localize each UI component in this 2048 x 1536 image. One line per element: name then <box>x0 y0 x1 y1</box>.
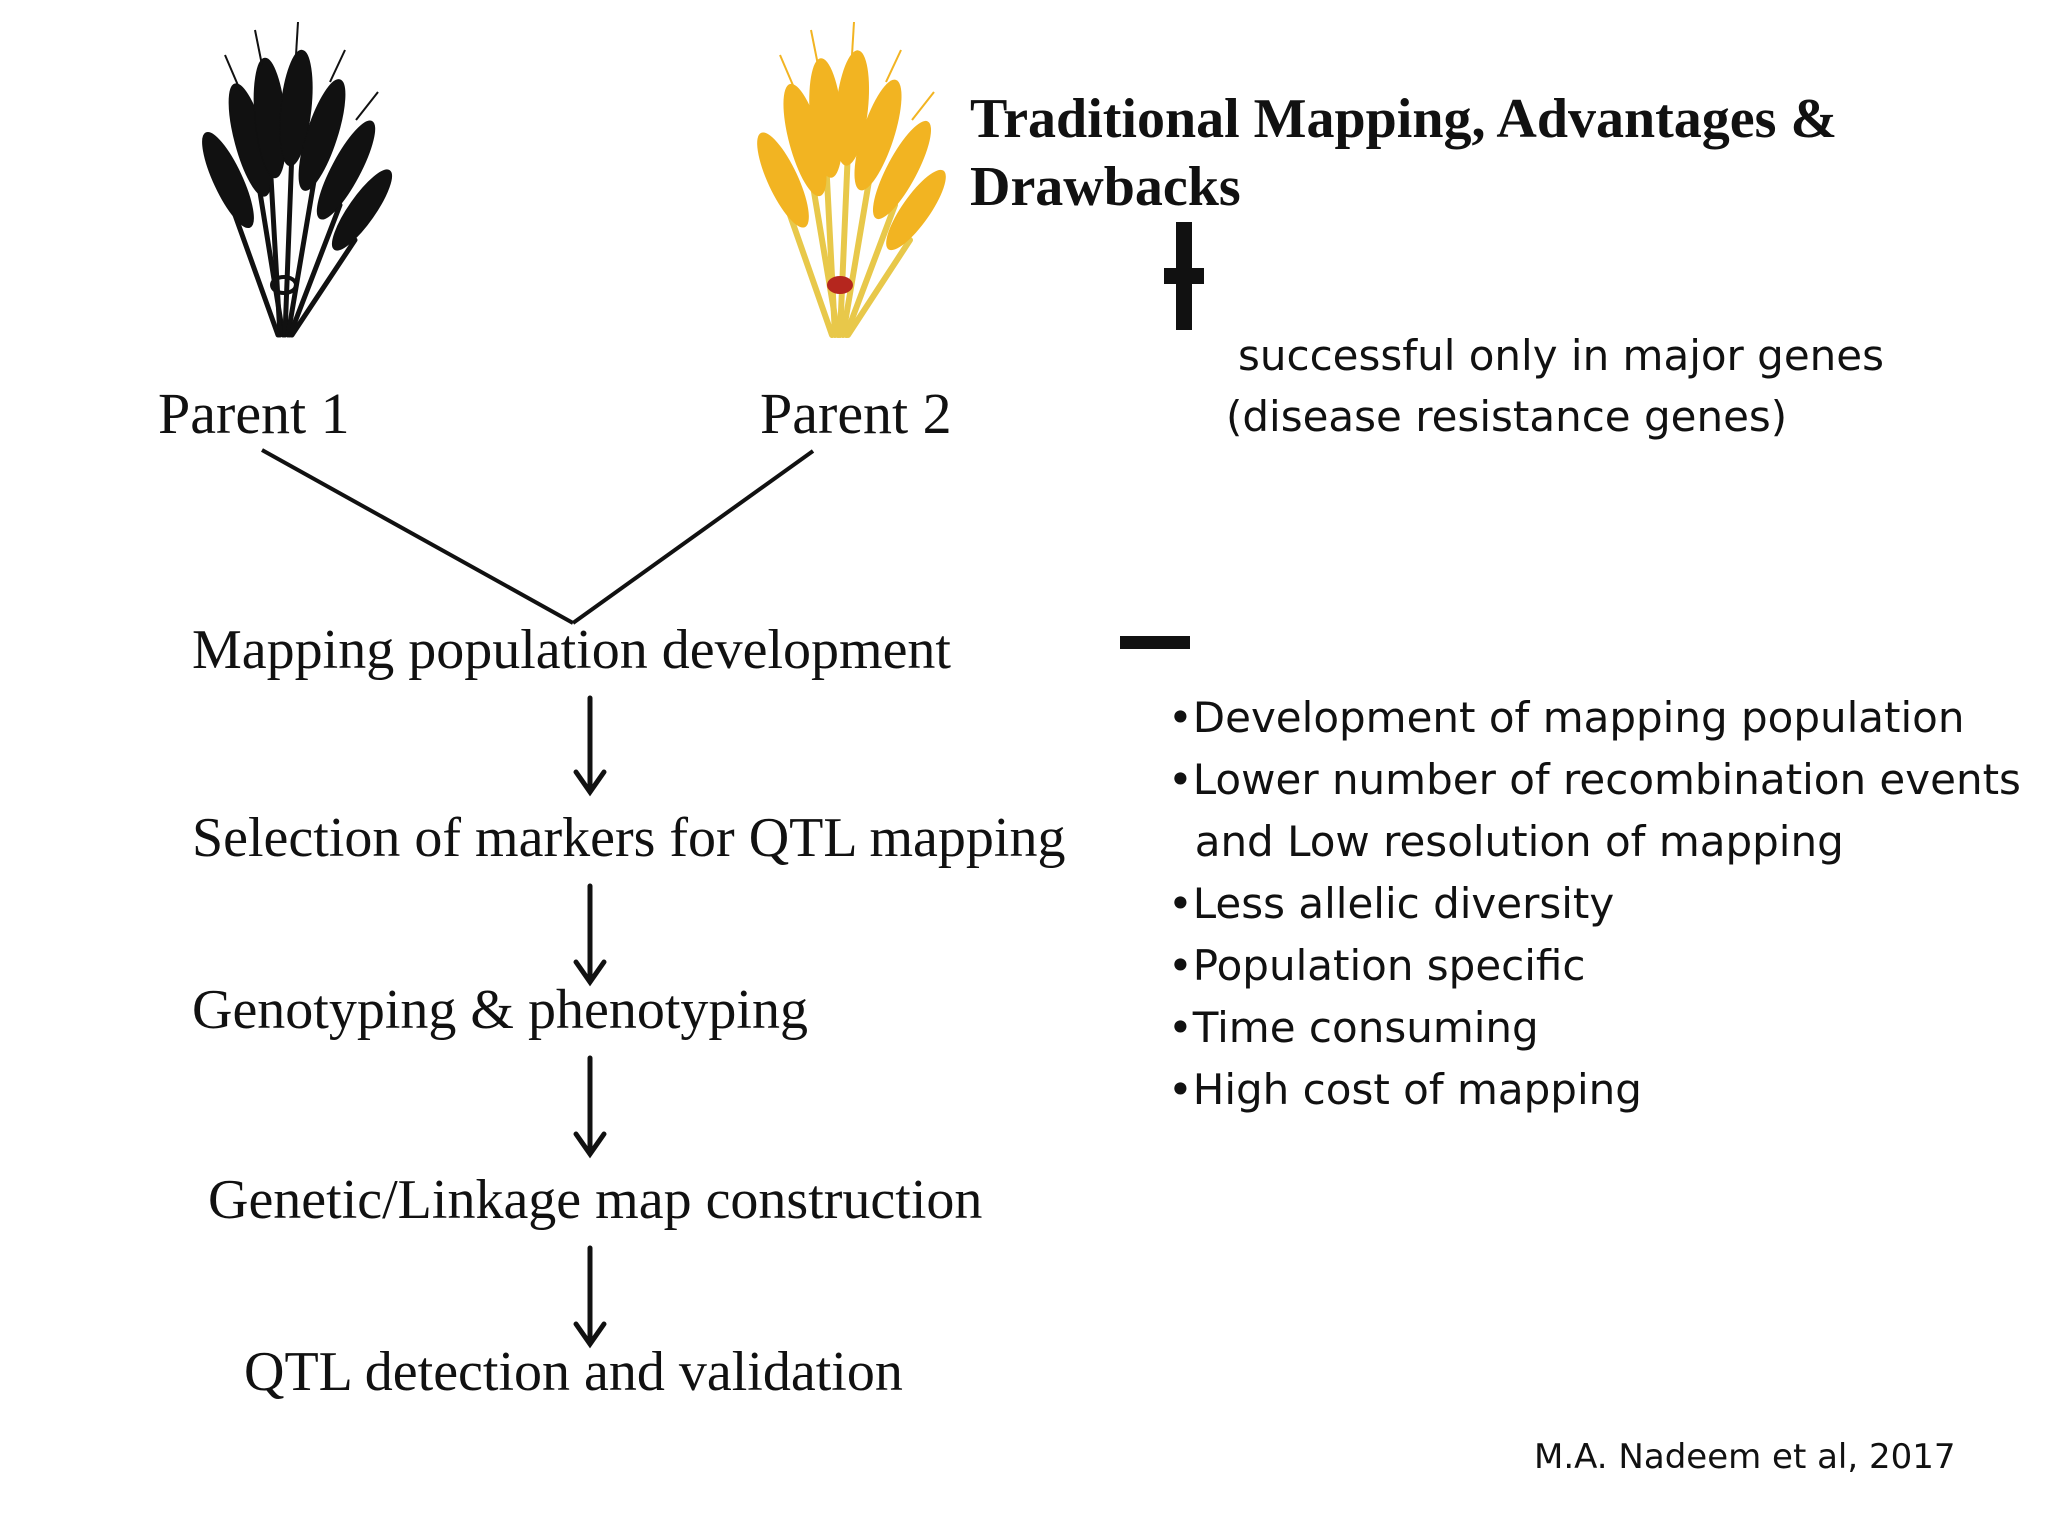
wheat-bundle-golden-icon <box>757 21 946 338</box>
parent-2-label: Parent 2 <box>760 381 952 446</box>
step-qtl-detection: QTL detection and validation <box>244 1341 903 1403</box>
flow-arrows <box>573 695 607 1349</box>
drawbacks-list: •Development of mapping population •Lowe… <box>1168 687 2021 1121</box>
wheat-bundle-black-icon <box>202 21 393 338</box>
drawback-item: •Population specific <box>1168 941 1586 990</box>
drawback-item: and Low resolution of mapping <box>1168 817 1844 866</box>
drawback-item: •Lower number of recombination events <box>1168 755 2021 804</box>
parent-1-label: Parent 1 <box>158 381 350 446</box>
drawback-item: •High cost of mapping <box>1168 1065 1642 1114</box>
step-marker-selection: Selection of markers for QTL mapping <box>192 807 1066 869</box>
advantages-text: successful only in major genes (disease … <box>1226 325 1884 447</box>
drawback-item: •Less allelic diversity <box>1168 879 1615 928</box>
advantages-line: successful only in major genes <box>1238 331 1885 380</box>
citation: M.A. Nadeem et al, 2017 <box>1534 1437 1956 1477</box>
plus-icon <box>1164 222 1204 330</box>
down-arrow-icon <box>573 1245 607 1349</box>
cross-lines <box>261 448 815 625</box>
down-arrow-icon <box>573 1055 607 1159</box>
drawback-item: •Time consuming <box>1168 1003 1539 1052</box>
drawback-item: •Development of mapping population <box>1168 693 1965 742</box>
down-arrow-icon <box>573 883 607 987</box>
step-mapping-population: Mapping population development <box>192 619 951 681</box>
minus-icon <box>1120 636 1190 649</box>
advantages-line: (disease resistance genes) <box>1226 392 1788 441</box>
page-title: Traditional Mapping, Advantages & Drawba… <box>970 88 1838 218</box>
down-arrow-icon <box>573 695 607 797</box>
step-map-construction: Genetic/Linkage map construction <box>208 1169 983 1231</box>
step-genotyping-phenotyping: Genotyping & phenotyping <box>192 979 808 1041</box>
